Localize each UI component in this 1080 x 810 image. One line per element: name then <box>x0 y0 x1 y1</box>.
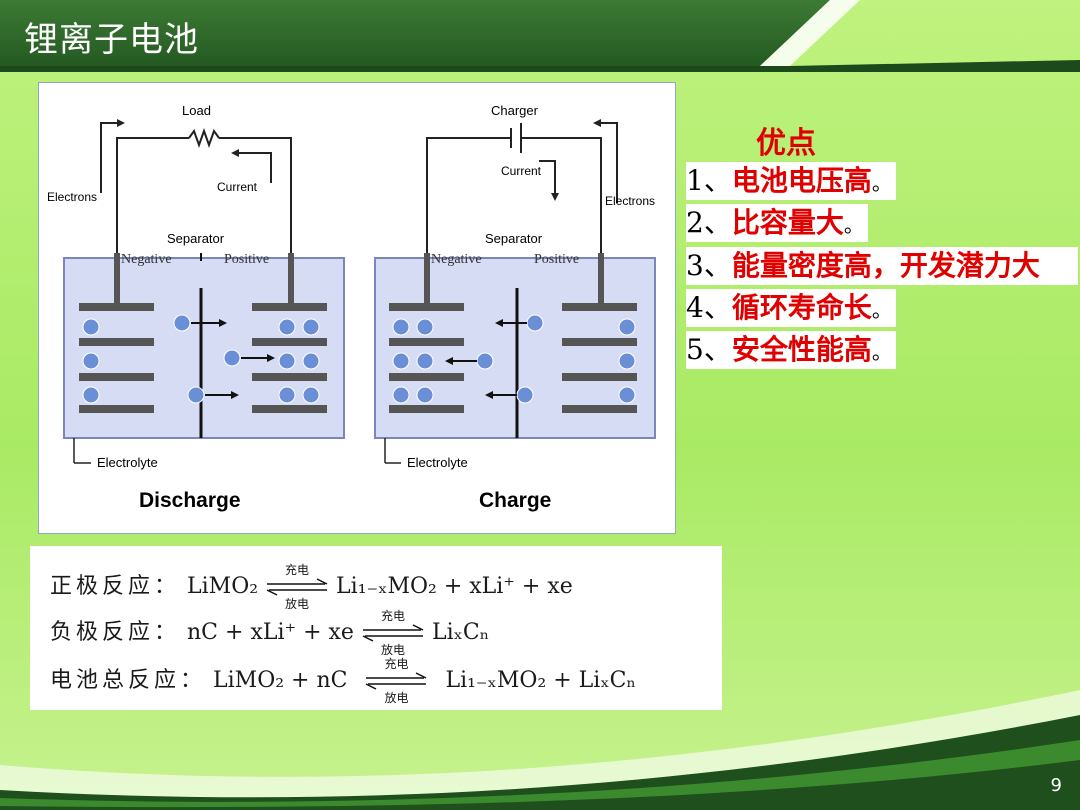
advantage-item: 5、安全性能高。 <box>686 331 896 369</box>
charger-label: Charger <box>491 103 539 118</box>
total-reaction: 电池总反应： LiMO₂ + nC 充电 放电 Li₁₋ₓMO₂ + LiₓCₙ <box>50 657 636 705</box>
load-label: Load <box>182 103 211 118</box>
charge-cell: Charger Electrons Current Separator Nega… <box>374 103 656 512</box>
advantage-item: 2、比容量大。 <box>686 204 868 242</box>
discharge-cell: Load Electrons Current Separator Negativ… <box>47 103 345 512</box>
reaction-equations: 正极反应： LiMO₂ 充电 放电 Li₁₋ₓMO₂ + xLi⁺ + xe 负… <box>30 546 722 710</box>
equilibrium-arrow-icon: 充电 放电 <box>364 657 428 705</box>
equilibrium-arrow-icon: 充电 放电 <box>361 609 425 657</box>
battery-diagram: Load Electrons Current Separator Negativ… <box>38 82 676 534</box>
page-number: 9 <box>1050 775 1062 796</box>
current-label-left: Current <box>217 180 258 194</box>
positive-reaction: 正极反应： LiMO₂ 充电 放电 Li₁₋ₓMO₂ + xLi⁺ + xe <box>50 563 573 611</box>
negative-reaction: 负极反应： nC + xLi⁺ + xe 充电 放电 LiₓCₙ <box>50 609 490 657</box>
current-label-right: Current <box>501 164 542 178</box>
advantage-item: 3、能量密度高，开发潜力大 <box>686 247 1078 285</box>
electrolyte-label-right: Electrolyte <box>407 455 468 470</box>
separator-label-left: Separator <box>167 231 225 246</box>
equilibrium-arrow-icon: 充电 放电 <box>265 563 329 611</box>
advantages-heading: 优点 <box>756 126 816 161</box>
electrolyte-label-left: Electrolyte <box>97 455 158 470</box>
decorative-swoosh <box>0 690 1080 810</box>
charge-label: Charge <box>479 489 551 512</box>
positive-label-left: Positive <box>224 252 269 267</box>
negative-label-left: Negative <box>121 252 172 267</box>
electrons-label-left: Electrons <box>47 190 97 204</box>
negative-label-right: Negative <box>431 252 482 267</box>
advantage-item: 4、循环寿命长。 <box>686 289 896 327</box>
positive-label-right: Positive <box>534 252 579 267</box>
electrons-label-right: Electrons <box>605 194 655 208</box>
title-bar <box>0 0 1080 72</box>
advantage-item: 1、电池电压高。 <box>686 162 896 200</box>
discharge-label: Discharge <box>139 489 241 512</box>
slide-title: 锂离子电池 <box>24 20 199 60</box>
separator-label-right: Separator <box>485 231 543 246</box>
